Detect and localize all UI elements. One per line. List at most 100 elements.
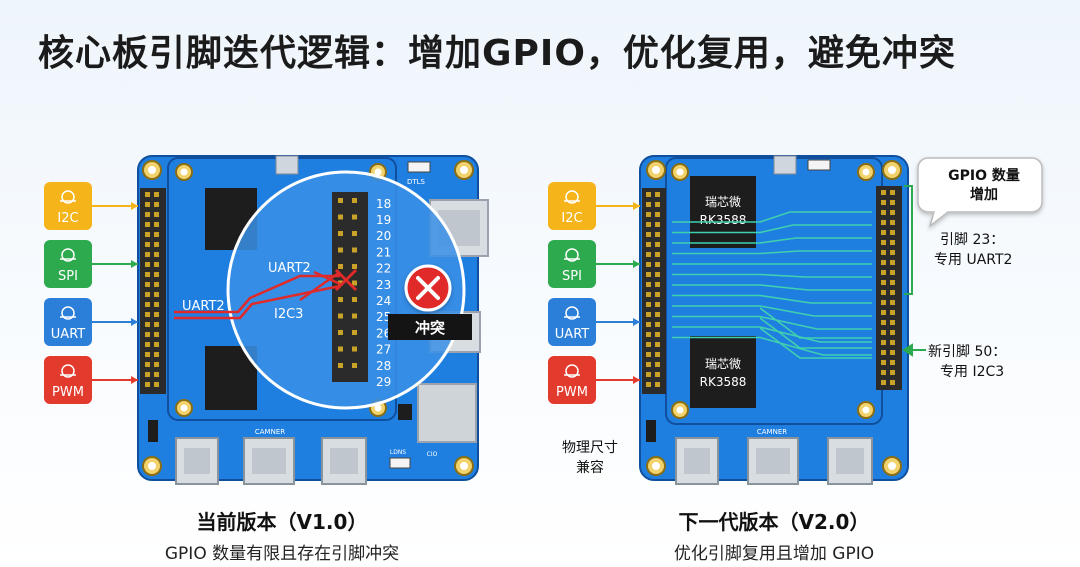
conflict-cross [334,268,358,292]
header-pin [154,252,159,257]
header-pin [655,332,660,337]
header-pin [646,282,651,287]
chip2-line2: RK3588 [700,375,747,389]
header-pin [154,332,159,337]
chip-rk3588-bottom [690,336,756,408]
right-caption: 下一代版本（V2.0） 优化引脚复用且增加 GPIO [584,506,964,564]
left-mount-holes [142,160,474,476]
left-small-label-bottom2: CIO [427,451,438,458]
left-top-connector [275,155,299,175]
header-pin [145,362,150,367]
header-pin [154,372,159,377]
header-pin [145,212,150,217]
header-pin [890,260,895,265]
header-pin [145,222,150,227]
badge-arrow [131,318,138,326]
header-pin [145,322,150,327]
magnified-pin-number: 23 [376,278,391,292]
left-switch [407,161,431,173]
uart2-label: UART2 [182,299,225,314]
gpio-trace [672,315,872,330]
header-pin [145,262,150,267]
header-pin [881,270,886,275]
header-pin [145,292,150,297]
magnified-pin-number: 28 [376,359,391,373]
badge-arrow [131,376,138,384]
header-pin [145,382,150,387]
right-usb-ports [675,437,873,485]
header-pin [655,372,660,377]
magnified-pin [352,198,357,203]
header-pin [881,330,886,335]
right-badge-uart: UART [548,298,640,346]
header-pin [154,352,159,357]
header-pin [890,290,895,295]
header-pin [890,270,895,275]
conflict-traces [174,270,341,320]
header-pin [154,272,159,277]
header-pin [890,380,895,385]
header-pin [890,370,895,375]
gpio-trace [672,273,872,278]
header-pin [646,372,651,377]
header-pin [881,240,886,245]
right-gpio-header [876,186,902,390]
header-pin [655,262,660,267]
badge-label: PWM [556,385,588,400]
badge-arrow [633,376,640,384]
header-pin [881,380,886,385]
header-pin [881,360,886,365]
magnified-pin [338,346,343,352]
magnified-pin-number: 24 [376,294,391,308]
gpio-trace [672,237,872,244]
header-pin [154,232,159,237]
left-caption-sub: GPIO 数量有限且存在引脚冲突 [164,544,400,564]
header-pin [646,332,651,337]
pin23-line2: 专用 UART2 [934,252,1012,268]
right-gpio-pins [881,190,895,385]
header-pin [646,352,651,357]
header-pin [655,272,660,277]
pin50-arrow [902,343,926,357]
left-port-bottom-right [417,383,477,443]
header-pin [145,342,150,347]
right-top-connector [773,155,797,175]
magnified-pin [352,247,357,253]
badge-arrow [633,318,640,326]
header-pin [881,280,886,285]
badge-arrow [633,202,640,210]
gpio-trace [672,326,872,343]
badge-box [548,298,596,346]
badge-arrow [633,260,640,268]
magnified-pin [338,280,343,286]
header-pin [655,292,660,297]
left-badge-spi: SPI [44,240,138,288]
header-pin [655,212,660,217]
header-pin [890,280,895,285]
header-pin [646,292,651,297]
left-small-label-top: DTLS [407,178,426,186]
badge-box [548,356,596,404]
header-pin [881,320,886,325]
i2c3-label: I2C3 [274,307,303,322]
right-left-header-pins [646,192,660,387]
header-pin [154,222,159,227]
badge-arrow [131,202,138,210]
gpio-trace [672,224,872,234]
gpio-count-callout [917,157,1043,229]
badge-box [44,356,92,404]
header-pin [655,322,660,327]
badge-label: I2C [57,211,78,226]
badge-box [548,182,596,230]
right-connector-label: CAMNER [757,428,787,436]
magnified-pin-number: 25 [376,310,391,324]
magnified-pin [338,231,343,236]
gpio-trace [759,327,872,359]
header-pin [890,320,895,325]
header-pin [890,360,895,365]
gpio-callout-line2: 增加 [970,186,998,203]
magnified-pin-number: 27 [376,343,391,357]
